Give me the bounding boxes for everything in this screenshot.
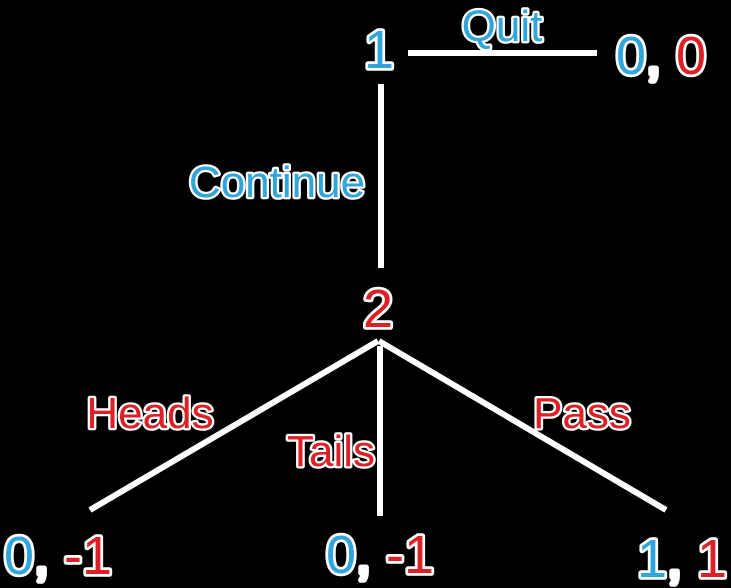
payoff-tails-separator: , bbox=[356, 525, 386, 585]
payoff-heads-player2-value: -1 bbox=[64, 526, 112, 586]
pass-edge-line bbox=[377, 338, 668, 513]
payoff-tails-player1-value: 0 bbox=[326, 525, 356, 585]
pass-edge-label: Pass bbox=[533, 389, 631, 438]
continue-edge-label: Continue bbox=[189, 158, 365, 207]
tails-edge-label: Tails bbox=[287, 427, 375, 476]
player1-node-label: 1 bbox=[364, 20, 394, 80]
payoff-pass: 1, 1 bbox=[637, 529, 727, 588]
payoff-heads-player1-value: 0 bbox=[4, 526, 34, 586]
payoff-pass-separator: , bbox=[667, 529, 697, 588]
quit-edge-label: Quit bbox=[462, 2, 543, 51]
payoff-tails: 0, -1 bbox=[326, 525, 434, 585]
payoff-heads-separator: , bbox=[34, 526, 64, 586]
payoff-tails-player2-value: -1 bbox=[386, 525, 434, 585]
player2-node-label: 2 bbox=[363, 279, 393, 339]
heads-edge-line bbox=[88, 338, 380, 513]
payoff-quit-player1-value: 0 bbox=[616, 26, 646, 86]
payoff-heads: 0, -1 bbox=[4, 526, 112, 586]
payoff-quit-player2-value: 0 bbox=[676, 26, 706, 86]
payoff-pass-player1-value: 1 bbox=[637, 529, 667, 588]
payoff-quit: 0, 0 bbox=[616, 26, 706, 86]
payoff-quit-separator: , bbox=[646, 26, 676, 86]
payoff-pass-player2-value: 1 bbox=[697, 529, 727, 588]
heads-edge-label: Heads bbox=[86, 389, 213, 438]
